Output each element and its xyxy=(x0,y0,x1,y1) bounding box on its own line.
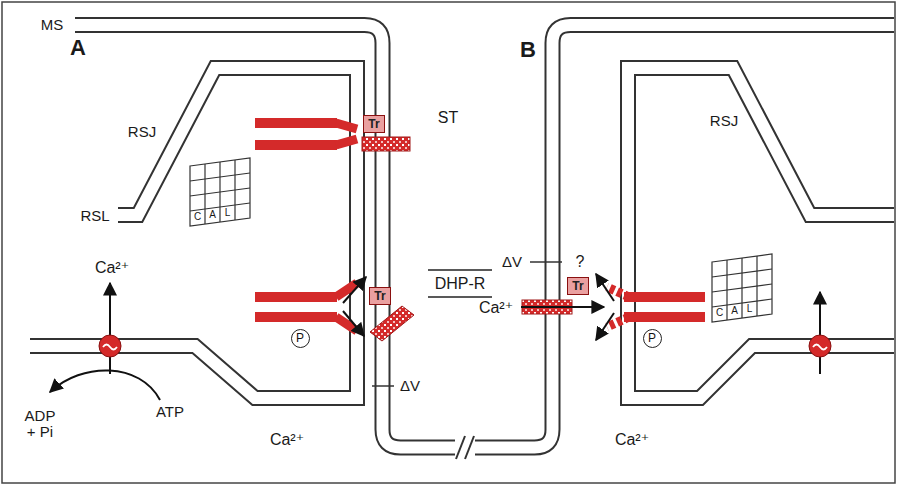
ryanodine-receptor xyxy=(255,123,357,145)
panel-letter: A xyxy=(70,36,86,59)
voltage-label: ΔV xyxy=(502,254,522,270)
protein-label: Tr xyxy=(374,290,385,302)
dhp-receptor xyxy=(370,306,414,341)
protein-label: DHP-R xyxy=(435,276,486,293)
grid-letter: C xyxy=(194,212,201,223)
tubule-break xyxy=(455,436,475,460)
membrane-gap xyxy=(29,25,895,448)
grid-letter: A xyxy=(209,210,216,221)
triadin-box: Tr xyxy=(363,115,385,133)
protein-label: Tr xyxy=(572,280,583,292)
panel-letter: B xyxy=(520,38,536,61)
region-label: RSJ xyxy=(710,113,738,129)
calsequestrin-grid xyxy=(190,158,250,226)
calsequestrin-grid xyxy=(712,254,772,322)
phosphate-circle: P xyxy=(291,329,310,348)
calcium-pump xyxy=(809,335,831,357)
phosphate-label: P xyxy=(296,332,304,344)
region-label: ST xyxy=(438,110,458,127)
calcium-pump xyxy=(99,335,121,357)
grid-letter: L xyxy=(747,304,753,315)
ion-label: Ca²⁺ xyxy=(615,432,649,449)
label-bracket-line xyxy=(428,270,492,297)
question-mark: ? xyxy=(576,254,585,271)
break-marks xyxy=(456,436,474,459)
ion-label: Ca²⁺ xyxy=(479,300,513,317)
dhp-receptor xyxy=(362,137,410,151)
flux-arrow xyxy=(50,274,820,400)
grid-letter: C xyxy=(716,308,723,319)
membrane-outline xyxy=(30,25,894,448)
ion-label: Ca²⁺ xyxy=(95,260,129,277)
ion-label: Ca²⁺ xyxy=(270,432,304,449)
membrane-label: MS xyxy=(41,17,64,33)
voltage-label: ΔV xyxy=(400,378,420,394)
phosphate-circle: P xyxy=(643,329,662,348)
grid-letter: A xyxy=(731,306,738,317)
triadin-box: Tr xyxy=(567,277,589,295)
phosphate-label: P xyxy=(648,332,656,344)
voltage-tick xyxy=(372,262,562,386)
region-label: RSL xyxy=(80,208,109,224)
molecule-label: ATP xyxy=(156,404,184,420)
molecule-label: ADP + Pi xyxy=(20,408,60,441)
triadin-box: Tr xyxy=(369,287,391,305)
grid-letter: L xyxy=(225,208,231,219)
protein-label: Tr xyxy=(368,118,379,130)
ryanodine-receptor xyxy=(607,287,705,327)
region-label: RSJ xyxy=(128,124,156,140)
ryanodine-receptor xyxy=(255,283,357,331)
